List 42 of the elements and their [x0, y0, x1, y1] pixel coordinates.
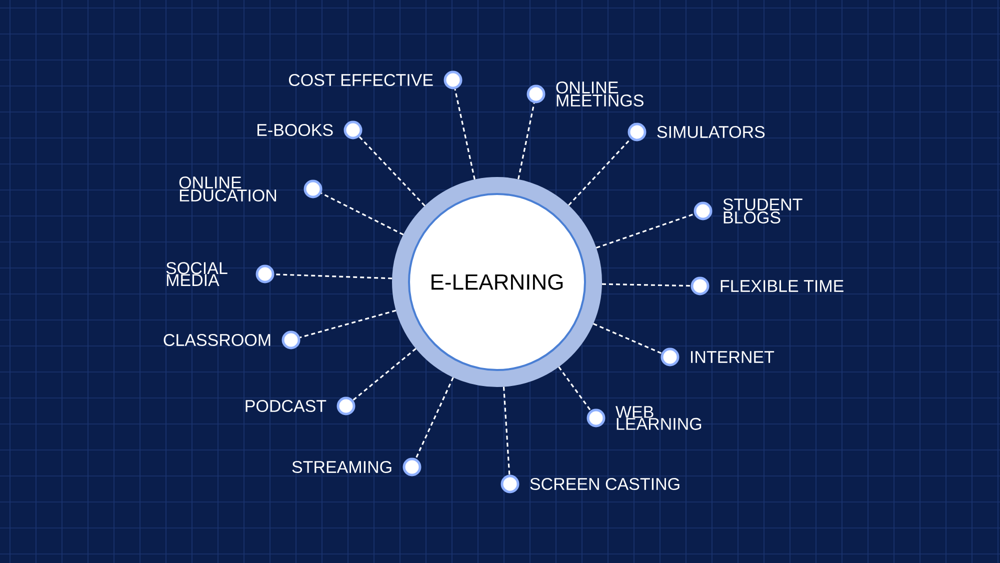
dot	[628, 122, 646, 142]
dot	[526, 84, 546, 104]
dashed-connector	[320, 192, 404, 236]
dot	[690, 276, 710, 296]
dashed-connector	[596, 213, 695, 249]
dot	[660, 348, 680, 366]
dashed-connector	[300, 310, 396, 338]
dashed-connector	[518, 102, 535, 180]
dashed-connector	[415, 377, 454, 459]
item-label: E-BOOKS	[258, 124, 333, 136]
dashed-connector	[274, 274, 392, 280]
dashed-connector	[602, 283, 691, 287]
item-label: SOCIAL MEDIA	[166, 262, 228, 286]
dashed-connector	[358, 136, 426, 206]
dot	[444, 70, 462, 90]
item-label: CLASSROOM	[164, 334, 270, 346]
item-label: FLEXIBLE TIME	[720, 280, 844, 292]
dot	[694, 202, 712, 220]
dot	[256, 264, 274, 284]
item-label: STUDENT BLOGS	[723, 198, 802, 224]
item-label: INTERNET	[691, 351, 774, 363]
item-label: SIMULATORS	[657, 126, 765, 138]
item-label: COST EFFECTIVE	[288, 74, 433, 86]
dashed-connector	[454, 88, 476, 180]
dot	[282, 330, 300, 350]
dot	[586, 408, 606, 428]
item-label: PODCAST	[246, 400, 326, 412]
dashed-connector	[593, 323, 662, 354]
dashed-connector	[502, 386, 510, 475]
dot	[402, 458, 422, 476]
dashed-connector	[352, 348, 416, 401]
item-label: ONLINE EDUCATION	[179, 176, 276, 202]
dot	[344, 120, 362, 140]
dot	[304, 180, 322, 198]
dashed-connector	[568, 138, 632, 206]
dashed-connector	[558, 366, 592, 411]
item-label: ONLINE MEETINGS	[556, 81, 644, 107]
item-label: WEB LEARNING	[616, 406, 702, 430]
dot	[336, 396, 356, 416]
item-label: SCREEN CASTING	[530, 478, 680, 490]
item-label: STREAMING	[292, 460, 392, 474]
dot	[500, 474, 520, 494]
